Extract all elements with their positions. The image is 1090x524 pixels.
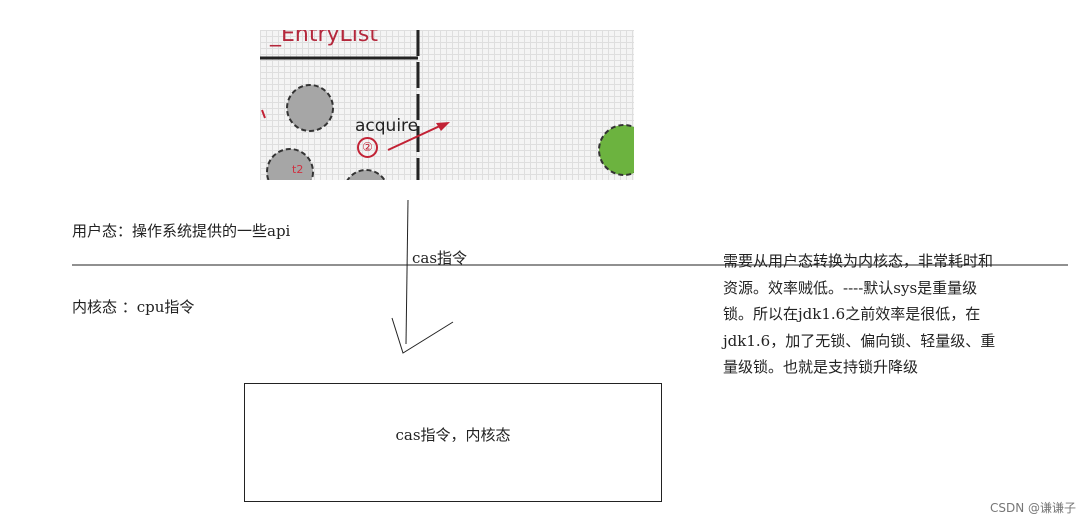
explanation-note: 需要从用户态转换为内核态，非常耗时和 资源。效率贼低。----默认sys是重量级… bbox=[723, 248, 1063, 381]
embedded-diagram-crop: _EntryList acquire ② t2 bbox=[260, 30, 634, 180]
acquire-arrow-head bbox=[436, 122, 450, 131]
down-arrow-head bbox=[391, 317, 454, 354]
note-line: 资源。效率贼低。----默认sys是重量级 bbox=[723, 278, 978, 297]
down-arrow-shaft bbox=[405, 199, 409, 345]
waiting-thread-t2-circle bbox=[266, 148, 314, 180]
note-line: 量级锁。也就是支持锁升降级 bbox=[723, 358, 919, 376]
owner-thread-circle bbox=[598, 124, 634, 176]
kernel-mode-label: 内核态 ：cpu指令 bbox=[72, 298, 195, 316]
red-mark bbox=[261, 109, 266, 119]
acquire-arrow-line bbox=[387, 124, 443, 151]
cas-kernel-box-text: cas指令，内核态 bbox=[395, 426, 511, 444]
note-line: 需要从用户态转换为内核态，非常耗时和 bbox=[723, 252, 994, 270]
acquire-label: acquire bbox=[355, 116, 419, 136]
user-mode-label: 用户态：操作系统提供的一些api bbox=[72, 222, 291, 240]
note-line: 锁。所以在jdk1.6之前效率是很低，在 bbox=[723, 305, 981, 323]
entrylist-title: _EntryList bbox=[270, 30, 378, 47]
note-line: jdk1.6，加了无锁、偏向锁、轻量级、重 bbox=[723, 331, 996, 350]
entrylist-graphics bbox=[260, 30, 634, 180]
cas-instruction-label: cas指令 bbox=[412, 249, 468, 267]
thread-t2-label: t2 bbox=[292, 163, 304, 176]
step-badge: ② bbox=[357, 137, 378, 158]
waiting-thread-circle bbox=[346, 169, 386, 180]
waiting-thread-circle bbox=[286, 84, 334, 132]
csdn-watermark: CSDN @谦谦子 bbox=[989, 501, 1076, 515]
cas-kernel-box: cas指令，内核态 bbox=[244, 383, 662, 502]
